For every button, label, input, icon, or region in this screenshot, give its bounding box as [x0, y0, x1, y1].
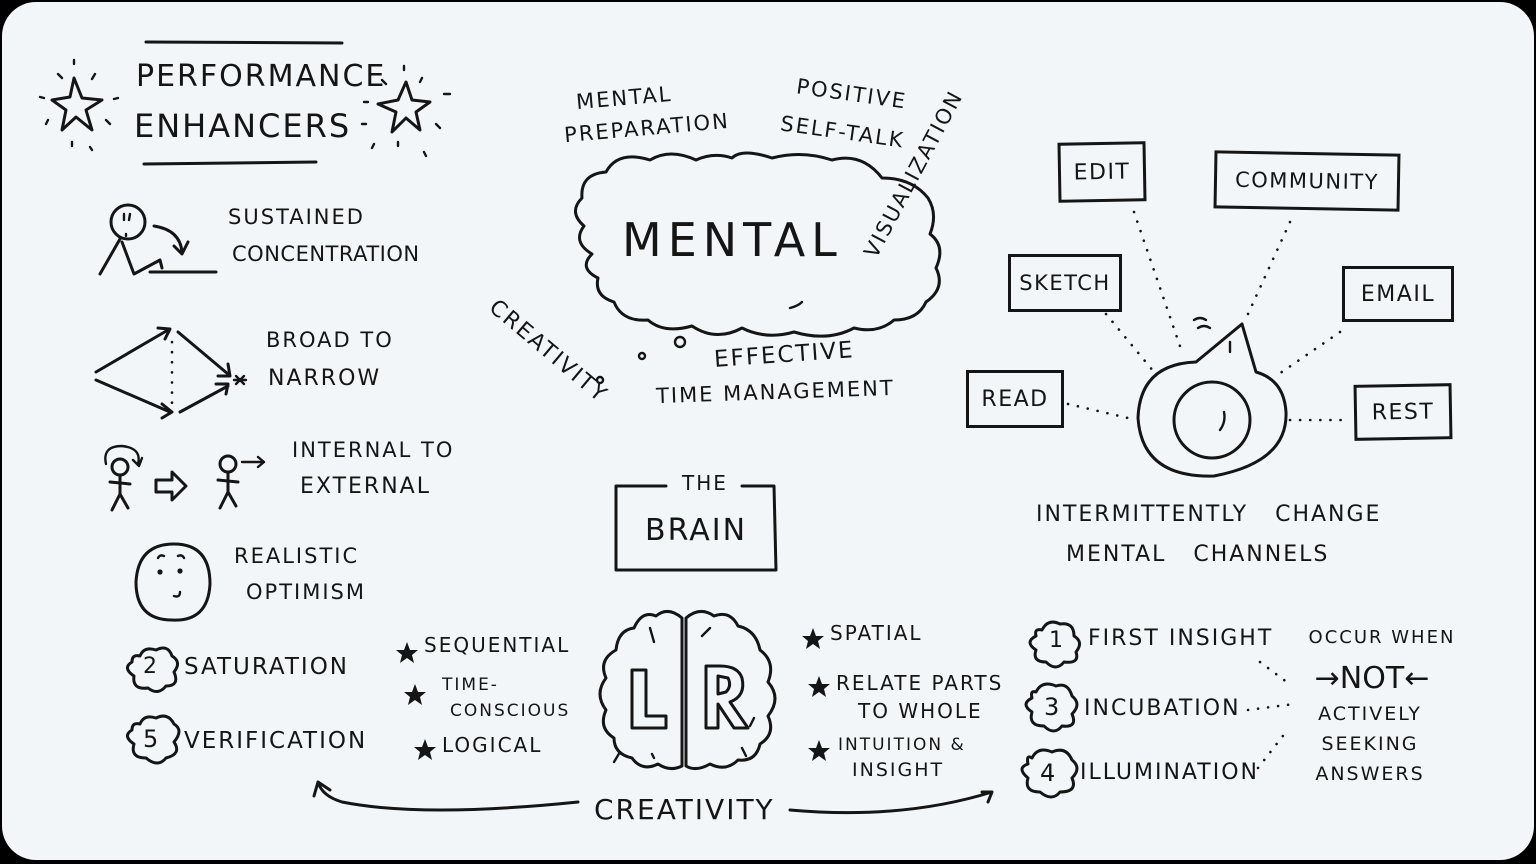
trait-star-icons: [396, 628, 830, 761]
stage-3-number: 3: [1044, 693, 1060, 721]
cloud-badge-3: [1024, 682, 1079, 733]
arrow-to-right-stages: [788, 790, 994, 815]
brain-icon: [598, 610, 777, 771]
channels-caption-line-2: Mental Channels: [1066, 542, 1330, 567]
right-trait-relate-2: To Whole: [858, 699, 983, 723]
right-trait-intuition-2: Insight: [852, 759, 945, 781]
right-trait-relate-1: Relate Parts: [836, 671, 1004, 695]
stage-1-number: 1: [1049, 628, 1063, 653]
mental-thought-cloud: [574, 151, 942, 385]
enhancer-3-line-1: Internal to: [292, 438, 455, 462]
stage-3-label: Incubation: [1084, 696, 1241, 721]
title-top-rule: [144, 40, 344, 45]
title-line-1: Performance: [136, 59, 387, 94]
note-line-occur: Occur When: [1308, 627, 1456, 648]
cloud-badge-5: [126, 714, 181, 765]
channel-box-email: Email: [1342, 266, 1454, 322]
channels-caption-line-1: Intermittently Change: [1036, 502, 1382, 527]
brain-letter-r: [704, 664, 750, 730]
note-line-answers: Answers: [1315, 763, 1425, 785]
smiley-face-icon: [134, 542, 212, 622]
brain-letter-l: [630, 668, 668, 730]
note-line-actively: Actively: [1318, 703, 1422, 725]
enhancer-2-line-2: Narrow: [268, 366, 382, 391]
stages-connectors: [1246, 660, 1296, 770]
note-emphasis-not: →NOT←: [1314, 661, 1430, 696]
channel-box-sketch: Sketch: [1008, 254, 1122, 312]
right-trait-intuition-1: Intuition &: [838, 735, 966, 755]
stage-5-label: Verification: [184, 728, 368, 754]
enhancer-4-line-2: Optimism: [246, 580, 366, 604]
enhancer-1-line-2: Concentration: [232, 242, 420, 266]
channel-box-edit: Edit: [1057, 141, 1147, 203]
left-trait-sequential: Sequential: [424, 633, 571, 657]
channel-box-rest: Rest: [1353, 383, 1453, 441]
title-line-2: Enhancers: [134, 107, 352, 145]
title-bottom-rule: [142, 160, 318, 166]
stage-4-label: Illumination: [1080, 760, 1259, 785]
converging-arrows-icon: [94, 326, 248, 420]
left-trait-logical: Logical: [442, 733, 543, 757]
stage-5-number: 5: [143, 725, 159, 753]
left-trait-time-1: Time-: [442, 675, 499, 695]
sparkle-star-icon-left: [38, 58, 120, 152]
brain-title-frame: [614, 484, 778, 572]
enhancer-2-line-1: Broad to: [266, 328, 394, 352]
arrow-to-left-stages: [312, 780, 580, 812]
cloud-badge-4: [1020, 748, 1079, 799]
channel-box-read: Read: [966, 370, 1064, 428]
mental-center-label: Mental: [622, 213, 843, 267]
enhancer-3-line-2: External: [300, 474, 431, 499]
cloud-badge-2: [126, 646, 179, 693]
focused-person-icon: [98, 203, 218, 276]
enhancer-1-line-1: Sustained: [228, 205, 365, 229]
internal-external-figures-icon: [104, 444, 266, 512]
brain-title-line-2: Brain: [644, 513, 748, 548]
stage-4-number: 4: [1040, 759, 1056, 787]
stage-1-label: First Insight: [1088, 626, 1274, 651]
stage-2-number: 2: [143, 654, 157, 679]
sparkle-star-icon-right: [360, 64, 452, 158]
channel-box-community: Community: [1213, 150, 1401, 212]
right-trait-spatial: Spatial: [830, 621, 923, 645]
creativity-label: Creativity: [594, 793, 775, 826]
cloud-badge-1: [1028, 620, 1081, 669]
stage-2-label: Saturation: [184, 654, 349, 680]
enhancer-4-line-1: Realistic: [234, 544, 360, 568]
brain-title-line-1: The: [682, 471, 728, 495]
left-trait-time-2: Conscious: [450, 701, 571, 721]
channel-connectors: [1066, 210, 1348, 422]
note-line-seeking: Seeking: [1321, 733, 1419, 755]
channel-dial-icon: [1136, 316, 1288, 478]
